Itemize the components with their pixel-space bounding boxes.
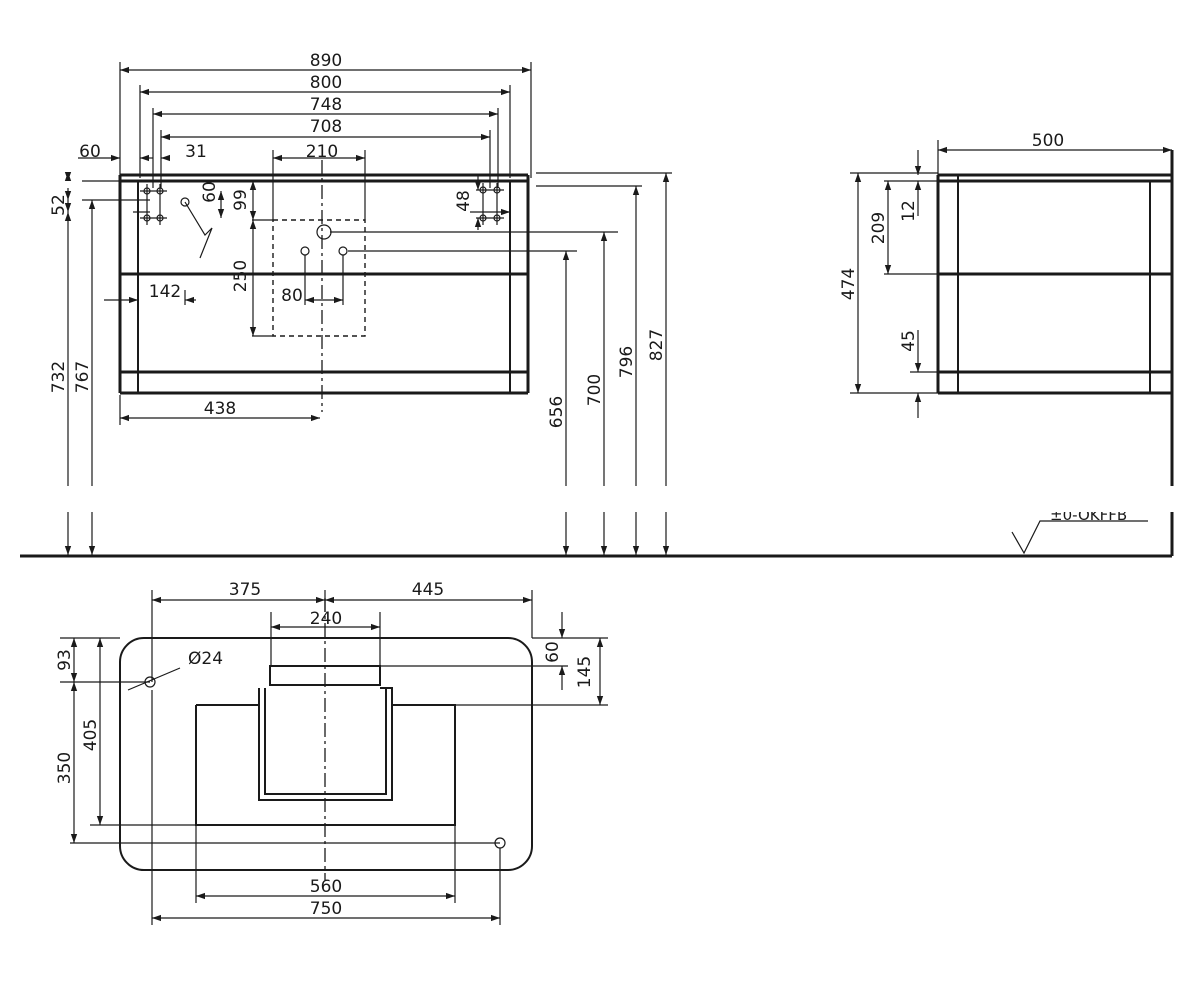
dim-right-height-2: 700	[585, 374, 605, 406]
floor-line: ±0-OKFFB	[0, 486, 1200, 558]
dim-width-basin: 210	[306, 142, 338, 162]
dim-width-top: 800	[310, 73, 342, 93]
dim-hole-y: 93	[55, 649, 75, 671]
dim-basin-depth: 250	[231, 260, 251, 292]
dim-basin-width: 240	[310, 609, 342, 629]
dim-right-height-4: 827	[647, 329, 667, 361]
dim-top-gap: 12	[899, 200, 919, 222]
dim-side-upper: 209	[869, 212, 889, 244]
dim-width-holes: 708	[310, 117, 342, 137]
dim-drain-spacing: 80	[281, 286, 303, 306]
dim-bracket-offset: 142	[149, 282, 181, 302]
dim-front-offset: 60	[543, 641, 563, 663]
dim-left-height-1: 732	[49, 361, 69, 393]
dim-bottom-gap: 45	[899, 330, 919, 352]
dim-basin-top: 99	[231, 189, 251, 211]
dim-depth: 500	[1032, 131, 1064, 151]
dim-left-height-2: 767	[73, 361, 93, 393]
front-view: 890 800 748 708 210 60 31 142 80 438 52 …	[49, 51, 672, 555]
dim-hole-spacing: 750	[310, 899, 342, 919]
plan-view: 375 445 240 Ø24 560 750 93 350 405 60 14…	[55, 580, 608, 925]
dim-left-offset: 60	[79, 142, 101, 162]
dim-hole-gap: 31	[185, 142, 207, 162]
dim-hole-diameter: Ø24	[188, 649, 223, 669]
dim-side-height: 474	[839, 268, 859, 300]
dim-right-height-3: 796	[617, 346, 637, 378]
dim-left-to-center: 375	[229, 580, 261, 600]
dim-left-small: 52	[49, 194, 69, 216]
dim-width-overall: 890	[310, 51, 342, 71]
dim-center-offset: 438	[204, 399, 236, 419]
dim-left-hole: 60	[200, 181, 220, 203]
dim-right-height-1: 656	[547, 396, 567, 428]
dim-right-small: 48	[454, 190, 474, 212]
dim-inner-width: 560	[310, 877, 342, 897]
dim-width-inner: 748	[310, 95, 342, 115]
dim-front-depth: 145	[575, 656, 595, 688]
dim-depth-b: 350	[55, 752, 75, 784]
side-view: 500 474 209 12 45	[839, 131, 1174, 556]
dim-center-to-right: 445	[412, 580, 444, 600]
dim-depth-a: 405	[81, 719, 101, 751]
